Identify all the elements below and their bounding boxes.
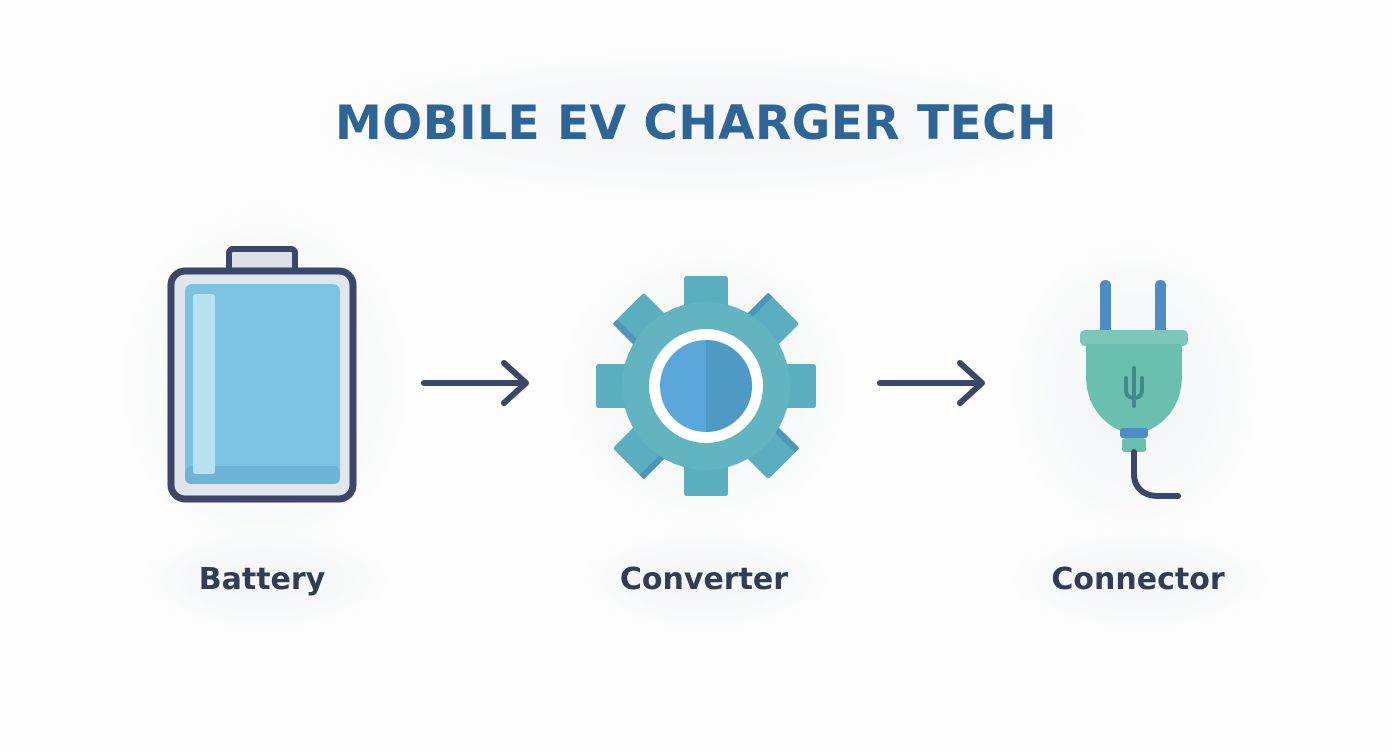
plug-icon bbox=[1074, 278, 1194, 506]
title-glow bbox=[300, 50, 1100, 200]
converter-label-glow bbox=[580, 530, 830, 630]
battery-label-glow bbox=[140, 530, 390, 630]
diagram-title: MOBILE EV CHARGER TECH bbox=[335, 96, 1057, 151]
step-label-battery: Battery bbox=[198, 562, 326, 597]
step-label-converter: Converter bbox=[619, 562, 789, 597]
arrow-right-icon bbox=[876, 357, 988, 409]
gear-icon bbox=[590, 270, 822, 502]
battery-icon bbox=[166, 246, 358, 504]
connector-label-glow bbox=[1010, 530, 1270, 630]
step-label-connector: Connector bbox=[1051, 562, 1225, 597]
arrow-right-icon bbox=[420, 357, 532, 409]
